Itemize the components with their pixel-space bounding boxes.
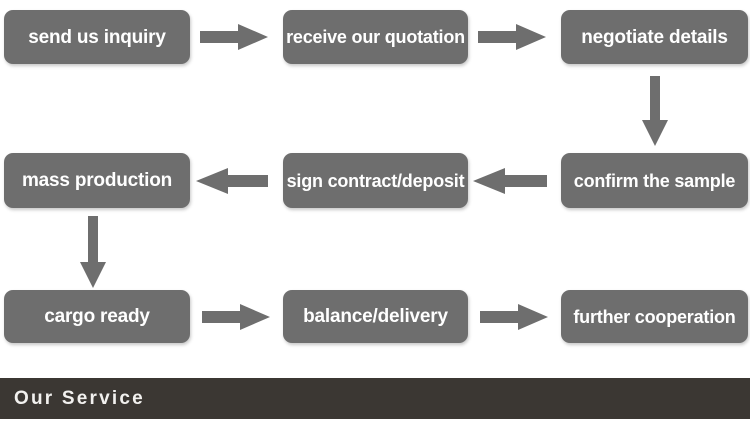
- flow-node-label: balance/delivery: [303, 306, 448, 327]
- flow-node-negotiate-details: negotiate details: [561, 10, 748, 64]
- arrow-left-sign-to-mass: [196, 166, 268, 196]
- footer-banner: Our Service: [0, 378, 750, 419]
- flow-node-label: confirm the sample: [573, 170, 736, 191]
- flow-node-label: sign contract/deposit: [286, 170, 465, 191]
- flow-node-label: cargo ready: [44, 306, 150, 327]
- arrow-right-inquiry-to-quotation: [200, 22, 268, 52]
- flow-node-label: mass production: [21, 170, 173, 191]
- flow-node-label: negotiate details: [581, 26, 728, 48]
- flow-node-label: further cooperation: [573, 306, 736, 327]
- flow-node-confirm-the-sample: confirm the sample: [561, 153, 748, 208]
- flow-node-label: send us inquiry: [28, 26, 166, 48]
- arrow-down-negotiate-to-confirm: [640, 76, 670, 146]
- arrow-down-mass-to-cargo: [78, 216, 108, 288]
- flow-node-balance-delivery: balance/delivery: [283, 290, 468, 343]
- flow-node-cargo-ready: cargo ready: [4, 290, 190, 343]
- arrow-right-cargo-to-balance: [202, 302, 270, 332]
- flow-node-mass-production: mass production: [4, 153, 190, 208]
- footer-banner-title: Our Service: [14, 388, 145, 409]
- flow-node-receive-our-quotation: receive our quotation: [283, 10, 468, 64]
- flow-node-further-cooperation: further cooperation: [561, 290, 748, 343]
- arrow-right-balance-to-further: [480, 302, 548, 332]
- flow-node-label: receive our quotation: [286, 27, 465, 47]
- arrow-right-quotation-to-negotiate: [478, 22, 546, 52]
- arrow-left-confirm-to-sign: [473, 166, 547, 196]
- flow-node-send-us-inquiry: send us inquiry: [4, 10, 190, 64]
- flow-node-sign-contract-deposit: sign contract/deposit: [283, 153, 468, 208]
